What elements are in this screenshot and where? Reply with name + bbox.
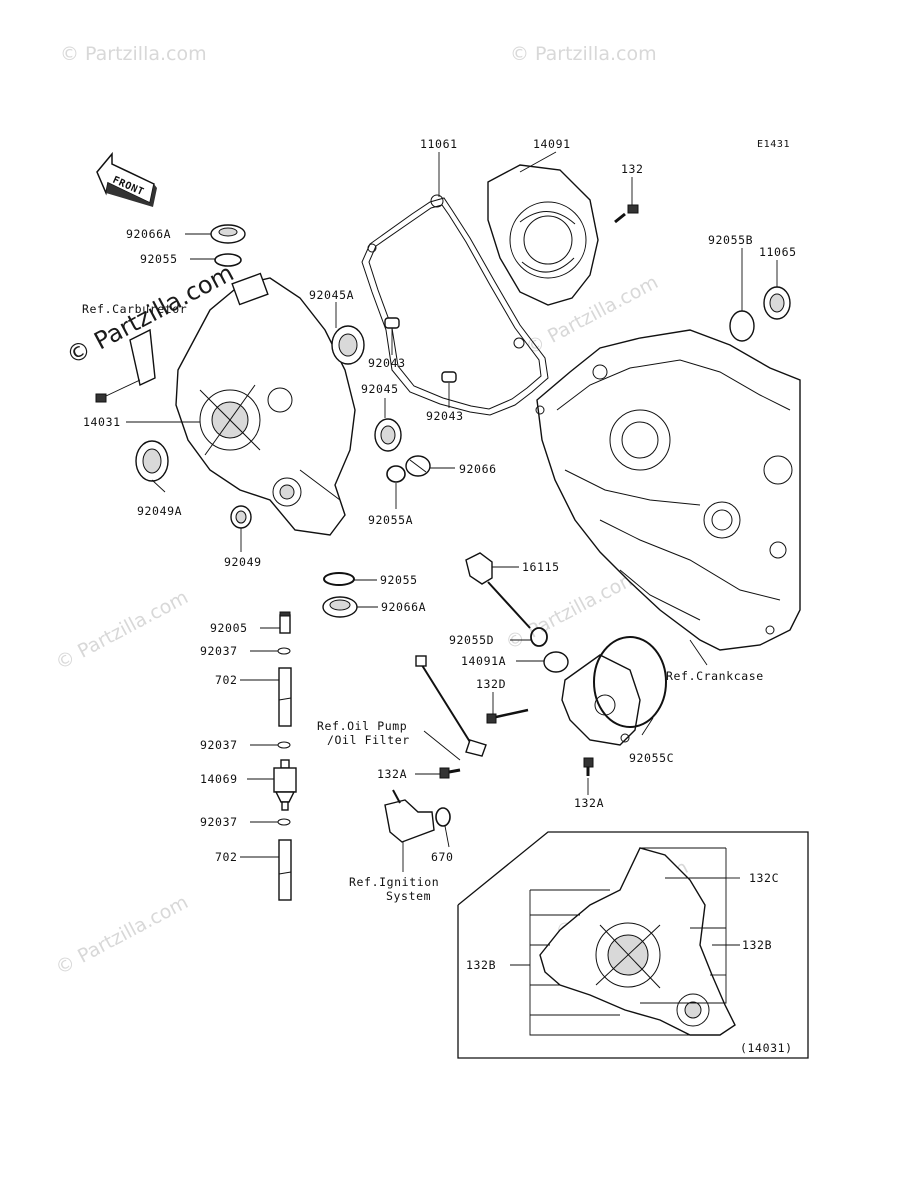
bearing-92045A [331,325,365,365]
cover-14091A [543,651,641,746]
inset-box [457,831,809,1059]
clamp-92037 [277,818,291,826]
diagram-code: E1431 [757,139,790,150]
label-14031: 14031 [83,415,121,429]
label-92055D: 92055D [449,633,494,647]
cover-14031 [175,272,356,536]
label-16115: 16115 [522,560,560,574]
label-92049: 92049 [224,555,262,569]
bolt-132A [439,767,461,779]
label-11061: 11061 [420,137,458,151]
plug-92066A [210,224,246,244]
label-670: 670 [431,850,454,864]
hose-702 [278,839,292,901]
label-92055A: 92055A [368,513,413,527]
label-132B: 132B [742,938,772,952]
plug-92066 [405,455,431,477]
label-702: 702 [215,673,238,687]
valve-14069 [273,759,297,811]
label-92037: 92037 [200,738,238,752]
watermark: © Partzilla.com [510,43,657,65]
ignition-sensor [384,789,435,843]
ref-ignition: Ref.Ignition [349,875,439,889]
label-14069: 14069 [200,772,238,786]
label-92055: 92055 [140,252,178,266]
gasket-11061 [361,194,549,416]
dowel-92043 [384,317,400,329]
seal-11065 [763,286,791,320]
label-11065: 11065 [759,245,797,259]
o-ring-92055 [323,572,355,586]
label-132: 132 [621,162,644,176]
o-ring-670 [435,807,451,827]
bolt-132A [583,757,594,776]
ref-crankcase: Ref.Crankcase [666,669,764,683]
ref-oil-filter: /Oil Filter [327,733,410,747]
crankcase [535,329,801,651]
o-ring-92055C [593,636,667,728]
label-92066: 92066 [459,462,497,476]
label-14031-ref: (14031) [740,1041,793,1055]
label-92049A: 92049A [137,504,182,518]
seal-92049 [230,505,252,529]
dipstick-16115 [465,552,531,629]
bolt-132D [486,708,529,724]
carburetor-bracket [95,328,156,403]
label-92066A: 92066A [126,227,171,241]
label-132B: 132B [466,958,496,972]
watermark: © Partzilla.com [60,43,207,65]
label-92055B: 92055B [708,233,753,247]
bearing-92045 [374,418,402,452]
label-132D: 132D [476,677,506,691]
watermark: © Partzilla.com [52,891,192,979]
part-labels: 11061 14091 132 11065 92055B 92066A 9205… [82,137,797,1055]
label-92037: 92037 [200,644,238,658]
label-702: 702 [215,850,238,864]
label-92055: 92055 [380,573,418,587]
clamp-92037 [277,647,291,655]
label-92037: 92037 [200,815,238,829]
plug-92066A [322,596,358,618]
label-14091: 14091 [533,137,571,151]
o-ring-92055B [729,310,755,342]
label-92045: 92045 [361,382,399,396]
o-ring-92055 [214,253,242,267]
ref-ignition-system: System [386,889,431,903]
label-132A: 132A [574,796,604,810]
label-14091A: 14091A [461,654,506,668]
label-132C: 132C [749,871,779,885]
label-92055C: 92055C [629,751,674,765]
leader-lines [126,151,778,1036]
label-92005: 92005 [210,621,248,635]
seal-92049A [135,440,169,482]
ref-oil-pump: Ref.Oil Pump [317,719,407,733]
watermark: © Partzilla.com [502,566,642,654]
label-92045A: 92045A [309,288,354,302]
label-132A: 132A [377,767,407,781]
clamp-92037 [277,741,291,749]
bolt-132 [614,204,639,224]
watermark: © Partzilla.com [52,586,192,674]
o-ring-92055D [530,627,548,647]
label-92043: 92043 [368,356,406,370]
label-92066A: 92066A [381,600,426,614]
o-ring-92055A [386,465,406,483]
cover-14091 [487,164,599,306]
ref-carburetor: Ref.Carburetor [82,302,187,316]
pipe-92005 [279,611,291,634]
label-92043: 92043 [426,409,464,423]
dowel-92043 [441,371,457,383]
oil-pump-rod [415,655,487,757]
front-arrow-icon: FRONT [96,151,157,207]
hose-702 [278,667,292,727]
